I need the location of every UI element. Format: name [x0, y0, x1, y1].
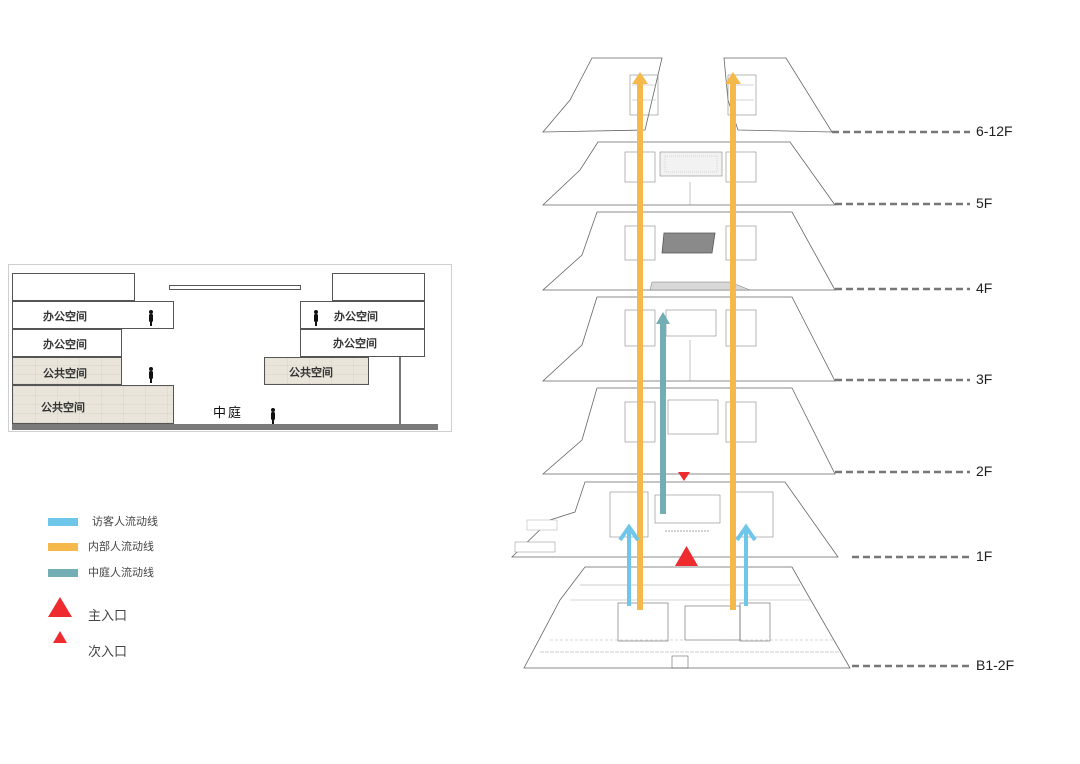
floor-label-2f: 2F	[976, 463, 993, 479]
right-office-block-2: 办公空间	[300, 329, 425, 357]
right-top-block	[332, 273, 425, 301]
ground-slab	[12, 424, 438, 430]
legend-atrium-label: 中庭人流动线	[88, 566, 154, 579]
legend-internal-label: 内部人流动线	[88, 540, 154, 553]
left-public-block-2: 公共空间	[12, 385, 174, 424]
floor-label-4f: 4F	[976, 280, 993, 296]
person-icon	[271, 408, 275, 424]
section-diagram: 办公空间 办公空间 公共空间 公共空间 办公空间 办公空间 公共空间 中庭	[8, 264, 452, 432]
person-icon	[314, 310, 318, 326]
left-office-block-1: 办公空间	[12, 301, 174, 329]
floor-plate-3f	[541, 296, 836, 382]
visitor-flow-left	[618, 523, 640, 606]
floor-plate-2f	[541, 387, 836, 475]
atrium-line-swatch-icon	[48, 569, 78, 577]
person-icon	[149, 367, 153, 383]
floor-plate-b1-2f	[523, 566, 851, 669]
floor-label-6-12f: 6-12F	[976, 123, 1013, 139]
skylight-beam	[169, 285, 301, 290]
legend-visitor-label: 访客人流动线	[92, 515, 158, 528]
left-public-block-1: 公共空间	[12, 357, 122, 385]
legend-main-entrance-label: 主入口	[88, 609, 128, 624]
secondary-entrance-marker-icon	[678, 472, 690, 481]
left-office-block-2: 办公空间	[12, 329, 122, 357]
floor-label-5f: 5F	[976, 195, 993, 211]
main-entrance-triangle-icon	[48, 597, 72, 617]
level-leader-lines	[832, 130, 970, 668]
secondary-entrance-triangle-icon	[53, 631, 67, 643]
room-label: 办公空间	[43, 338, 87, 351]
support-column	[399, 357, 401, 424]
arrowhead-icon	[725, 72, 741, 84]
internal-line-swatch-icon	[48, 543, 78, 551]
visitor-flow-right	[735, 523, 757, 606]
floor-plate-1f	[511, 481, 839, 558]
room-label: 办公空间	[43, 310, 87, 323]
floor-label-1f: 1F	[976, 548, 993, 564]
arrowhead-icon	[632, 72, 648, 84]
person-icon	[149, 310, 153, 326]
room-label: 公共空间	[43, 367, 87, 380]
floor-plate-5f	[541, 141, 836, 206]
floor-plate-4f	[541, 211, 836, 291]
left-top-block	[12, 273, 135, 301]
internal-flow-right	[725, 72, 741, 610]
legend-secondary-entrance-label: 次入口	[88, 645, 128, 660]
floor-plate-6-12f	[542, 57, 833, 133]
room-label: 办公空间	[334, 310, 378, 323]
room-label: 办公空间	[333, 337, 377, 350]
internal-flow-left	[632, 72, 648, 610]
floor-label-b1-2f: B1-2F	[976, 657, 1015, 673]
atrium-label: 中庭	[213, 406, 244, 421]
right-office-block-1: 办公空间	[300, 301, 425, 329]
main-entrance-marker-icon	[675, 546, 698, 566]
atrium-flow	[656, 312, 670, 514]
room-label: 公共空间	[41, 401, 85, 414]
floor-label-3f: 3F	[976, 371, 993, 387]
room-label: 公共空间	[289, 366, 333, 379]
visitor-line-swatch-icon	[48, 518, 78, 526]
arrowhead-icon	[656, 312, 670, 324]
right-public-block: 公共空间	[264, 357, 369, 385]
